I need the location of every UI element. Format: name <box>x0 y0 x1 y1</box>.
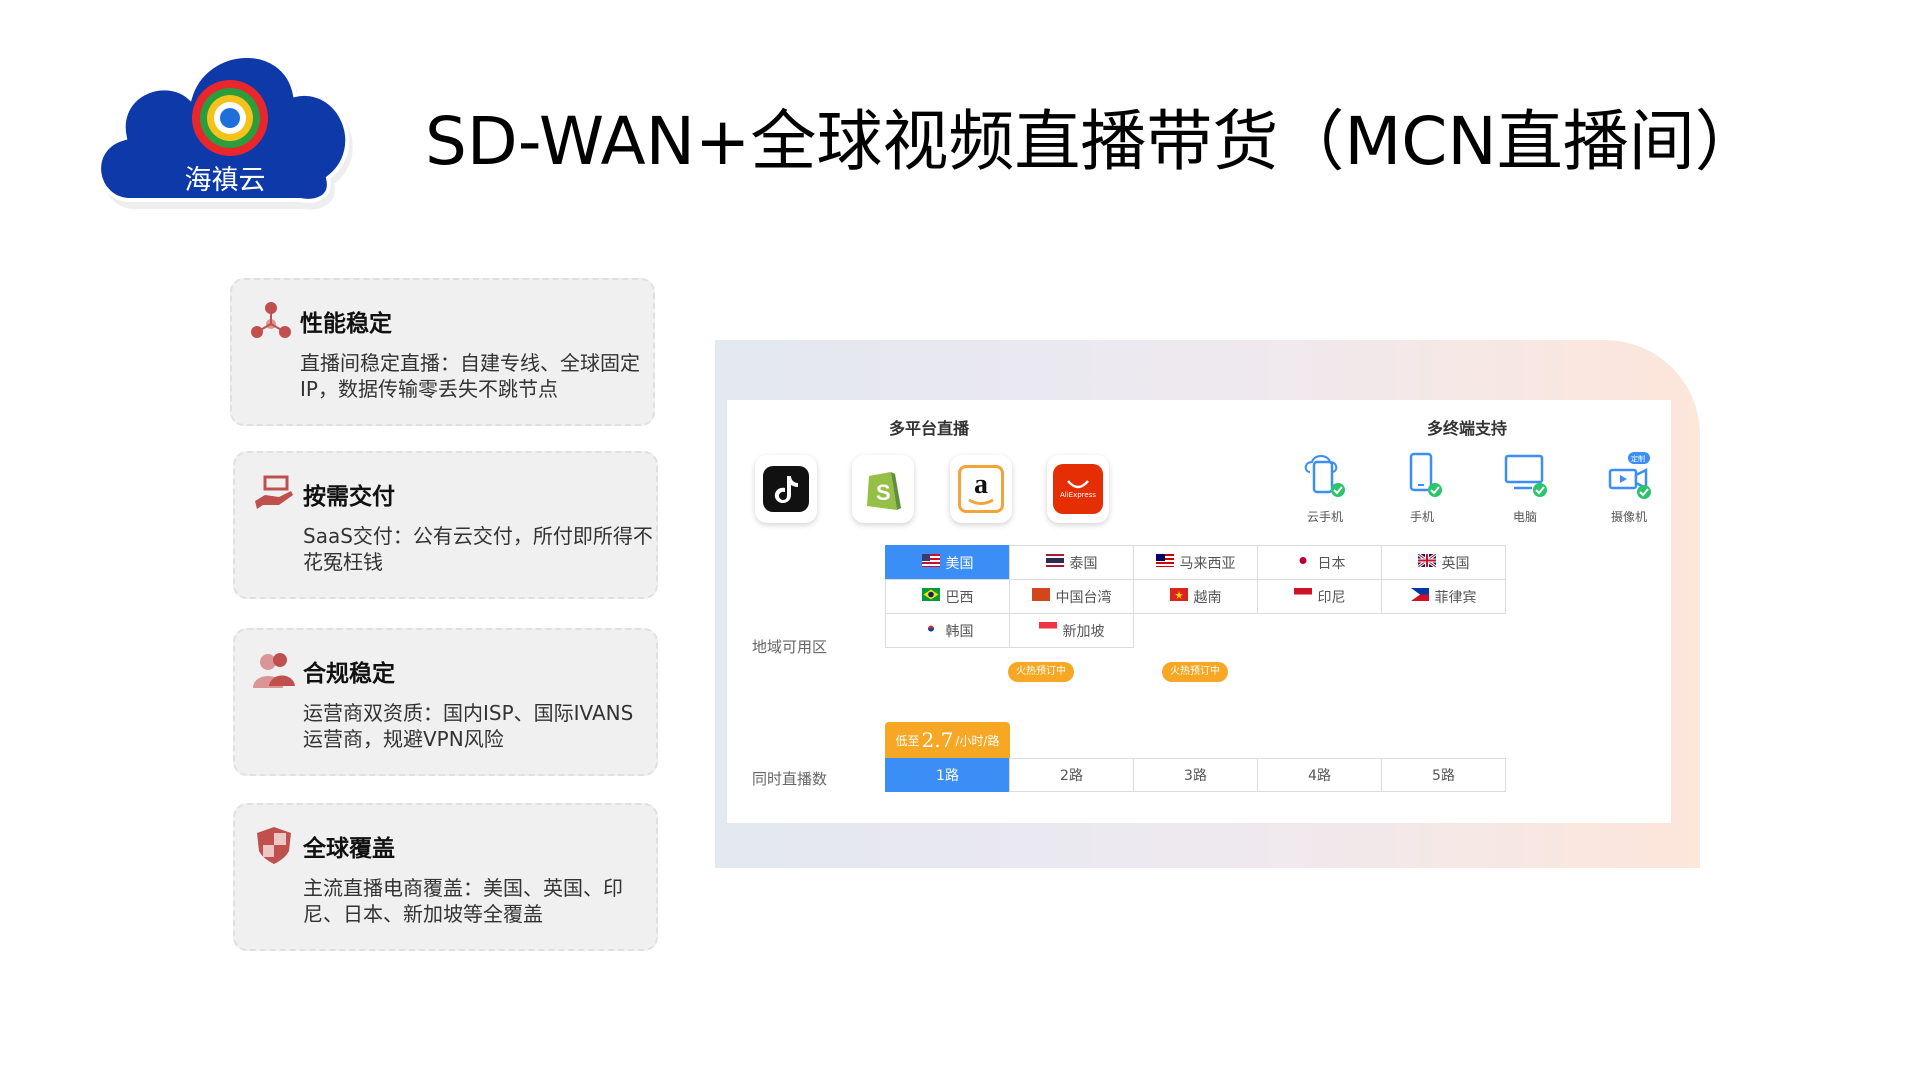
tiktok-app[interactable] <box>755 455 817 523</box>
device-cloud-phone: 云手机 <box>1295 450 1355 525</box>
aliexpress-app[interactable]: AliExpress <box>1047 455 1109 523</box>
flag-kr-icon <box>921 622 940 639</box>
network-nodes-icon <box>251 302 291 338</box>
stream-option-2[interactable]: 2路 <box>1009 758 1134 792</box>
stream-option-3[interactable]: 3路 <box>1133 758 1258 792</box>
flag-sg-icon <box>1038 622 1057 639</box>
region-label: 地域可用区 <box>752 638 828 656</box>
region-option-vn[interactable]: 越南 <box>1133 579 1258 614</box>
flag-th-icon <box>1045 554 1064 571</box>
region-name: 泰国 <box>1069 555 1098 572</box>
stream-option-1[interactable]: 1路 <box>885 758 1010 792</box>
camera-icon: 定制 <box>1608 452 1651 499</box>
price-tag: 低至 2.7 /小时/路 <box>885 722 1010 758</box>
page-title: SD-WAN+全球视频直播带货（MCN直播间） <box>425 103 1761 180</box>
flag-jp-icon <box>1293 554 1312 571</box>
region-option-ph[interactable]: 菲律宾 <box>1381 579 1506 614</box>
feature-desc: 主流直播电商覆盖：美国、英国、印尼、日本、新加坡等全覆盖 <box>303 876 623 926</box>
cloud-logo-icon <box>97 54 353 210</box>
region-option-sg[interactable]: 新加坡 <box>1009 613 1134 648</box>
feature-title: 合规稳定 <box>303 661 395 687</box>
device-label: 手机 <box>1409 510 1434 524</box>
logo-text: 海禛云 <box>184 165 266 196</box>
region-name: 越南 <box>1193 589 1222 606</box>
region-name: 印尼 <box>1317 589 1346 606</box>
region-option-kr[interactable]: 韩国 <box>885 613 1010 648</box>
tiktok-icon <box>763 466 809 512</box>
device-label: 摄像机 <box>1610 510 1647 524</box>
region-option-us[interactable]: 美国 <box>885 545 1010 580</box>
shopify-icon: S <box>867 472 901 510</box>
region-name: 巴西 <box>945 589 974 606</box>
logo: 海禛云 <box>90 40 360 215</box>
feature-card-delivery: 按需交付 SaaS交付：公有云交付，所付即所得不花冤枉钱 <box>233 451 658 599</box>
feature-card-coverage: 全球覆盖 主流直播电商覆盖：美国、英国、印尼、日本、新加坡等全覆盖 <box>233 803 658 951</box>
region-name: 马来西亚 <box>1179 555 1236 572</box>
region-option-th[interactable]: 泰国 <box>1009 545 1134 580</box>
region-option-tw[interactable]: 中国台湾 <box>1009 579 1134 614</box>
service-panel: 多平台直播 多终端支持 S a AliExpress <box>727 400 1671 823</box>
price-unit: /小时/路 <box>955 733 1000 748</box>
feature-card-compliance: 合规稳定 运营商双资质：国内ISP、国际IVANS运营商，规避VPN风险 <box>233 628 658 776</box>
platform-section-title: 多平台直播 <box>889 419 970 438</box>
flag-tw-icon <box>1031 588 1050 605</box>
device-camera: 定制 摄像机 <box>1599 450 1659 525</box>
device-computer: 电脑 <box>1495 450 1555 525</box>
flag-br-icon <box>921 588 940 605</box>
region-option-jp[interactable]: 日本 <box>1257 545 1382 580</box>
flag-uk-icon <box>1417 554 1436 571</box>
region-option-uk[interactable]: 英国 <box>1381 545 1506 580</box>
phone-icon <box>1409 452 1442 497</box>
stream-option-4[interactable]: 4路 <box>1257 758 1382 792</box>
hot-badge: 火热预订中 <box>1008 662 1074 682</box>
region-option-id[interactable]: 印尼 <box>1257 579 1382 614</box>
flag-vn-icon <box>1169 588 1188 605</box>
region-name: 日本 <box>1317 555 1346 572</box>
feature-desc: 直播间稳定直播：自建专线、全球固定IP，数据传输零丢失不跳节点 <box>300 351 640 401</box>
price-value: 2.7 <box>921 728 954 752</box>
region-option-my[interactable]: 马来西亚 <box>1133 545 1258 580</box>
aliexpress-icon: AliExpress <box>1053 464 1103 514</box>
stream-count-label: 同时直播数 <box>752 770 828 788</box>
feature-desc: 运营商双资质：国内ISP、国际IVANS运营商，规避VPN风险 <box>303 701 634 751</box>
region-name: 中国台湾 <box>1055 589 1112 606</box>
custom-badge: 定制 <box>1631 454 1645 463</box>
monitor-icon <box>1504 454 1547 497</box>
feature-title: 全球覆盖 <box>303 836 395 862</box>
svg-text:S: S <box>876 480 891 505</box>
region-name: 菲律宾 <box>1434 589 1477 606</box>
region-name: 英国 <box>1441 555 1470 572</box>
price-prefix: 低至 <box>895 733 920 748</box>
hot-badge: 火热预订中 <box>1162 662 1228 682</box>
hand-delivery-icon <box>255 475 293 509</box>
feature-card-performance: 性能稳定 直播间稳定直播：自建专线、全球固定IP，数据传输零丢失不跳节点 <box>230 278 655 426</box>
terminal-section-title: 多终端支持 <box>1427 419 1508 438</box>
region-name: 新加坡 <box>1062 623 1105 640</box>
shield-icon <box>257 827 291 864</box>
cloud-phone-icon <box>1304 455 1345 497</box>
shopify-app[interactable]: S <box>852 455 914 523</box>
flag-my-icon <box>1155 554 1174 571</box>
flag-ph-icon <box>1410 588 1429 605</box>
amazon-icon: a <box>958 465 1004 513</box>
amazon-app[interactable]: a <box>950 455 1012 523</box>
device-label: 电脑 <box>1512 510 1537 524</box>
region-name: 韩国 <box>945 623 974 640</box>
region-name: 美国 <box>945 555 974 572</box>
device-phone: 手机 <box>1392 450 1452 525</box>
feature-desc: SaaS交付：公有云交付，所付即所得不花冤枉钱 <box>303 524 653 574</box>
stream-option-5[interactable]: 5路 <box>1381 758 1506 792</box>
flag-id-icon <box>1293 588 1312 605</box>
feature-title: 性能稳定 <box>300 311 392 337</box>
flag-us-icon <box>921 554 940 571</box>
region-option-br[interactable]: 巴西 <box>885 579 1010 614</box>
users-icon <box>253 653 295 688</box>
feature-title: 按需交付 <box>303 484 395 510</box>
device-label: 云手机 <box>1306 510 1343 524</box>
